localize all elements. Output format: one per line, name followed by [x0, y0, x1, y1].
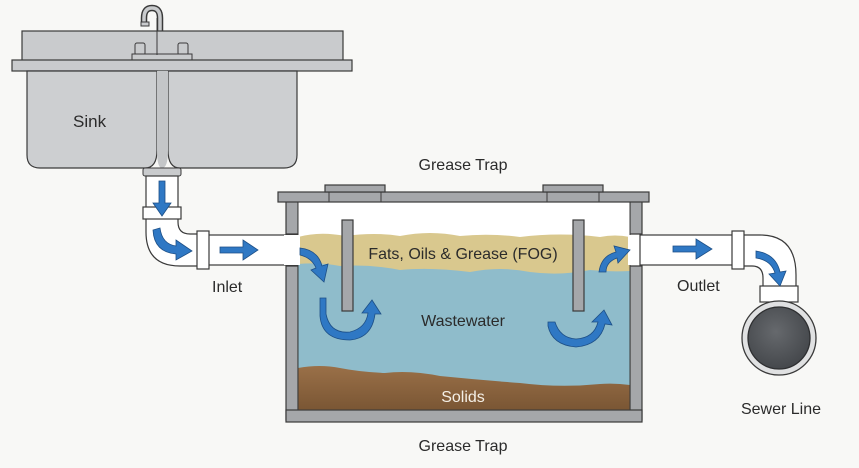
flow-arrow-tank-entry-icon	[299, 247, 329, 283]
flow-arrow-tank-exit-icon	[598, 245, 631, 273]
flow-arrow-outlet-elbow-icon	[755, 250, 787, 287]
grease-trap-title-top: Grease Trap	[419, 157, 508, 174]
sink-rim	[11, 59, 353, 72]
faucet-handle-left	[134, 42, 146, 56]
flow-arrow-inlet-uturn-icon	[319, 297, 382, 341]
inlet-pipe	[142, 167, 299, 270]
flow-arrow-outlet-icon	[672, 238, 713, 260]
faucet-handle-right	[177, 42, 189, 56]
grease-trap-title-bottom: Grease Trap	[419, 438, 508, 455]
fog-label: Fats, Oils & Grease (FOG)	[368, 246, 557, 263]
access-cover-left	[324, 184, 386, 193]
solids-label: Solids	[441, 389, 485, 406]
flow-arrows	[152, 180, 787, 348]
sewer-line	[741, 300, 817, 376]
inlet-baffle	[341, 219, 354, 312]
sink-bowl-right	[167, 70, 298, 169]
solids-layer	[298, 366, 630, 410]
flow-arrow-down-icon	[152, 180, 172, 217]
outlet-baffle	[572, 219, 585, 312]
fog-layer	[298, 233, 630, 274]
access-cover-right	[542, 184, 604, 193]
sink-label: Sink	[73, 112, 107, 131]
inlet-label: Inlet	[212, 279, 243, 296]
tank-lid	[277, 191, 650, 203]
flow-arrow-inlet-icon	[219, 239, 259, 261]
grease-trap-tank	[277, 184, 650, 423]
flow-arrow-outlet-uturn-icon	[547, 309, 613, 348]
sink: Sink	[11, 4, 353, 169]
wastewater-label: Wastewater	[421, 313, 506, 330]
sewer-line-label: Sewer Line	[741, 401, 821, 418]
tank-wall	[285, 195, 299, 421]
outlet-label: Outlet	[677, 278, 720, 295]
flow-arrow-elbow-icon	[152, 227, 193, 261]
